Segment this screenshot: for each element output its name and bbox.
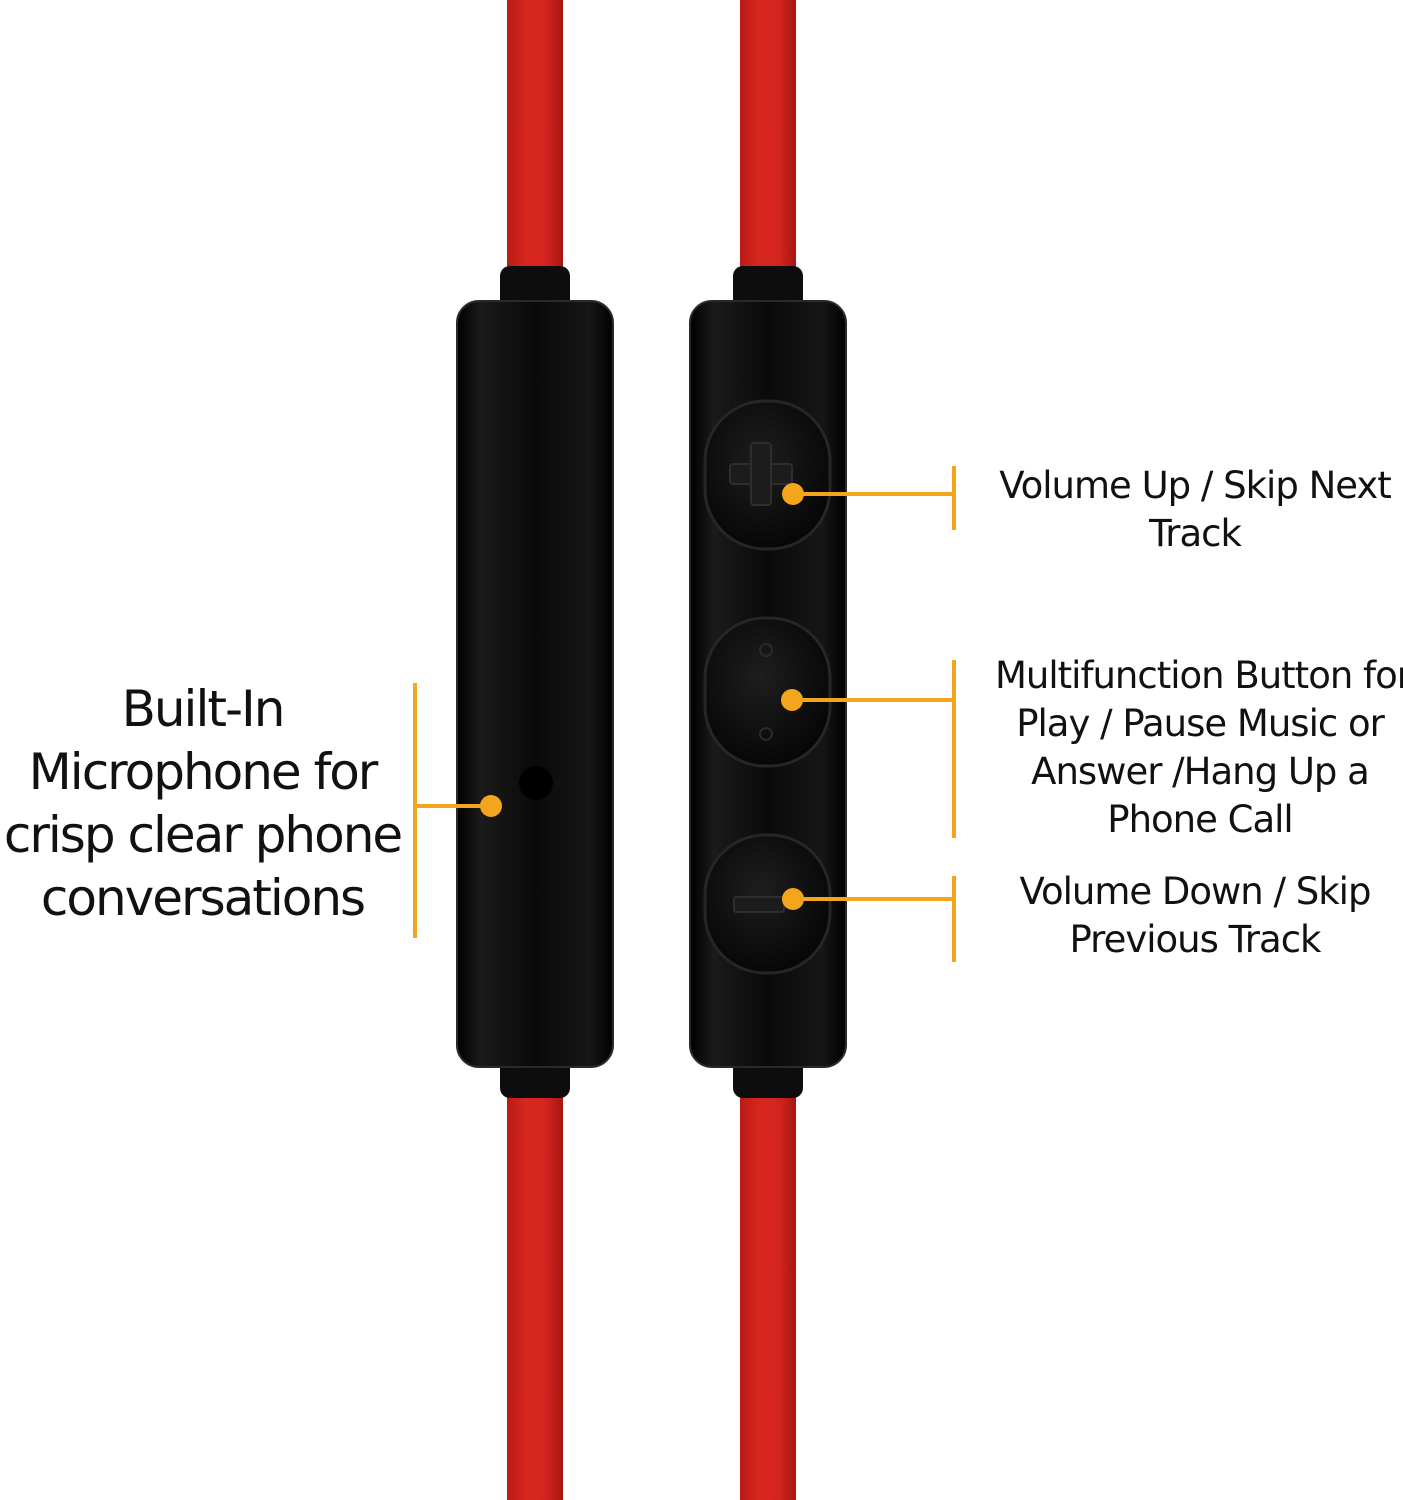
volume-down-label-line: Previous Track — [1069, 918, 1322, 961]
volume-up-callout-dot — [782, 483, 804, 505]
volume-down-callout-dot — [782, 888, 804, 910]
microphone-label: Built-In Microphone for crisp clear phon… — [0, 678, 405, 930]
minus-icon — [733, 896, 785, 913]
left-cable-bottom — [507, 1090, 563, 1500]
multifunction-button — [703, 616, 832, 768]
multifunction-label-line: Answer /Hang Up a — [1031, 750, 1370, 793]
volume-up-label-line: Track — [1149, 512, 1242, 555]
multifunction-label-line: Phone Call — [1107, 798, 1293, 841]
volume-up-callout — [782, 466, 956, 530]
multifunction-callout — [781, 660, 956, 838]
volume-down-callout — [782, 876, 956, 962]
right-cable-top — [740, 0, 796, 275]
microphone-label-line: Built-In — [121, 680, 286, 738]
microphone-label-line: crisp clear phone — [3, 806, 403, 864]
multifunction-dots-icon — [759, 643, 773, 741]
volume-up-label-line: Volume Up / Skip Next — [999, 464, 1392, 507]
multifunction-label: Multifunction Button for Play / Pause Mu… — [995, 652, 1403, 844]
microphone-hole-icon — [519, 766, 553, 800]
microphone-label-line: Microphone for — [28, 743, 379, 801]
plus-icon — [729, 442, 793, 506]
microphone-remote-body — [456, 300, 614, 1068]
multifunction-label-line: Multifunction Button for — [995, 654, 1403, 697]
volume-up-button — [703, 399, 832, 551]
right-remote-assembly — [689, 0, 847, 1500]
microphone-callout-dot — [480, 795, 502, 817]
right-cable-bottom — [740, 1090, 796, 1500]
volume-down-label: Volume Down / Skip Previous Track — [995, 868, 1395, 964]
microphone-callout — [413, 683, 502, 938]
multifunction-label-line: Play / Pause Music or — [1016, 702, 1385, 745]
left-remote-assembly — [456, 0, 614, 1500]
volume-down-label-line: Volume Down / Skip — [1019, 870, 1372, 913]
volume-up-label: Volume Up / Skip Next Track — [995, 462, 1395, 558]
volume-down-button — [703, 833, 832, 975]
multifunction-callout-dot — [781, 689, 803, 711]
left-cable-top — [507, 0, 563, 275]
microphone-label-line: conversations — [40, 869, 366, 927]
